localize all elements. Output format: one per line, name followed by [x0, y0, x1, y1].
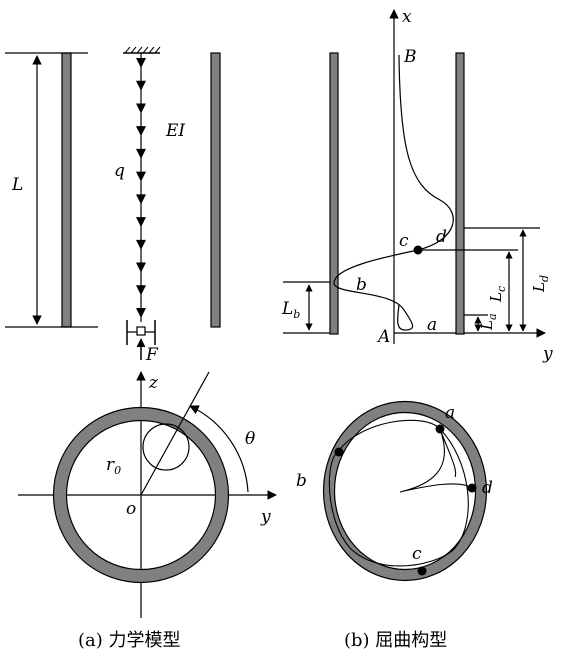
load-arrowhead	[136, 80, 146, 91]
caption-a: (a) 力学模型	[78, 630, 181, 651]
left-wall	[61, 52, 72, 328]
x-axis-label: x	[402, 7, 412, 27]
load-arrowhead	[136, 285, 146, 296]
left-wall-b	[329, 52, 339, 335]
radial-line	[140, 371, 210, 496]
contact-dot-d	[467, 483, 477, 493]
load-arrowhead	[136, 126, 146, 137]
point-b-label: b	[356, 275, 367, 295]
contact-dot-a	[435, 424, 445, 434]
fixed-support-icon	[123, 46, 161, 54]
cs-label-c: c	[412, 544, 422, 564]
y-axis-b-label: y	[542, 344, 553, 364]
panel-b-cross-section: a b c d (b) 屈曲构型	[296, 400, 493, 651]
casing-ring-b	[323, 401, 487, 581]
B-label: B	[403, 47, 417, 67]
theta-label: θ	[245, 429, 255, 449]
load-arrowhead	[136, 262, 146, 273]
point-a-label: a	[427, 315, 437, 335]
panel-a-longitudinal: L EI q F	[5, 46, 221, 365]
L-label: L	[11, 175, 23, 195]
string-loop	[399, 428, 473, 493]
panel-a-cross-section: z y o r0 θ (a) 力学模型	[18, 371, 277, 651]
F-label: F	[145, 345, 159, 365]
pipe-circle	[142, 423, 190, 471]
distributed-load-arrows	[136, 58, 146, 318]
A-label: A	[376, 327, 390, 347]
z-axis-label: z	[148, 373, 159, 393]
load-arrowhead	[136, 103, 146, 114]
load-arrowhead	[136, 171, 146, 182]
Lc-label: Lc	[487, 286, 508, 303]
load-arrowhead	[136, 308, 146, 318]
origin-label: o	[126, 499, 136, 519]
Lb-label: Lb	[281, 299, 300, 321]
load-arrowhead	[136, 148, 146, 159]
r0-label: r0	[106, 455, 121, 477]
q-label: q	[114, 161, 125, 181]
load-arrowhead	[136, 217, 146, 228]
EI-label: EI	[165, 121, 185, 141]
string-inner-lobe	[439, 428, 457, 478]
point-d-label: d	[436, 227, 447, 247]
load-arrowhead	[136, 239, 146, 250]
casing-ring	[53, 407, 229, 583]
buckled-curve	[333, 54, 454, 331]
panel-b-longitudinal: x y B A a b c d Lb La Lc Ld	[281, 7, 553, 364]
string-trajectory	[328, 419, 469, 567]
theta-arc	[189, 405, 249, 493]
load-arrowhead	[136, 194, 146, 205]
cs-label-b: b	[296, 471, 307, 491]
caption-b: (b) 屈曲构型	[344, 630, 447, 651]
load-arrowhead	[136, 58, 146, 68]
right-wall-b	[455, 52, 465, 335]
cs-label-d: d	[482, 478, 493, 498]
contact-dot-b	[334, 447, 344, 457]
Ld-label: Ld	[530, 275, 551, 293]
right-wall	[210, 52, 221, 328]
contact-point-c	[413, 245, 423, 255]
y-axis-label: y	[260, 507, 271, 527]
bottom-support-icon	[126, 320, 156, 345]
contact-dot-c	[417, 566, 427, 576]
point-c-label: c	[399, 231, 409, 251]
cs-label-a: a	[445, 403, 455, 423]
La-label: La	[478, 313, 499, 331]
